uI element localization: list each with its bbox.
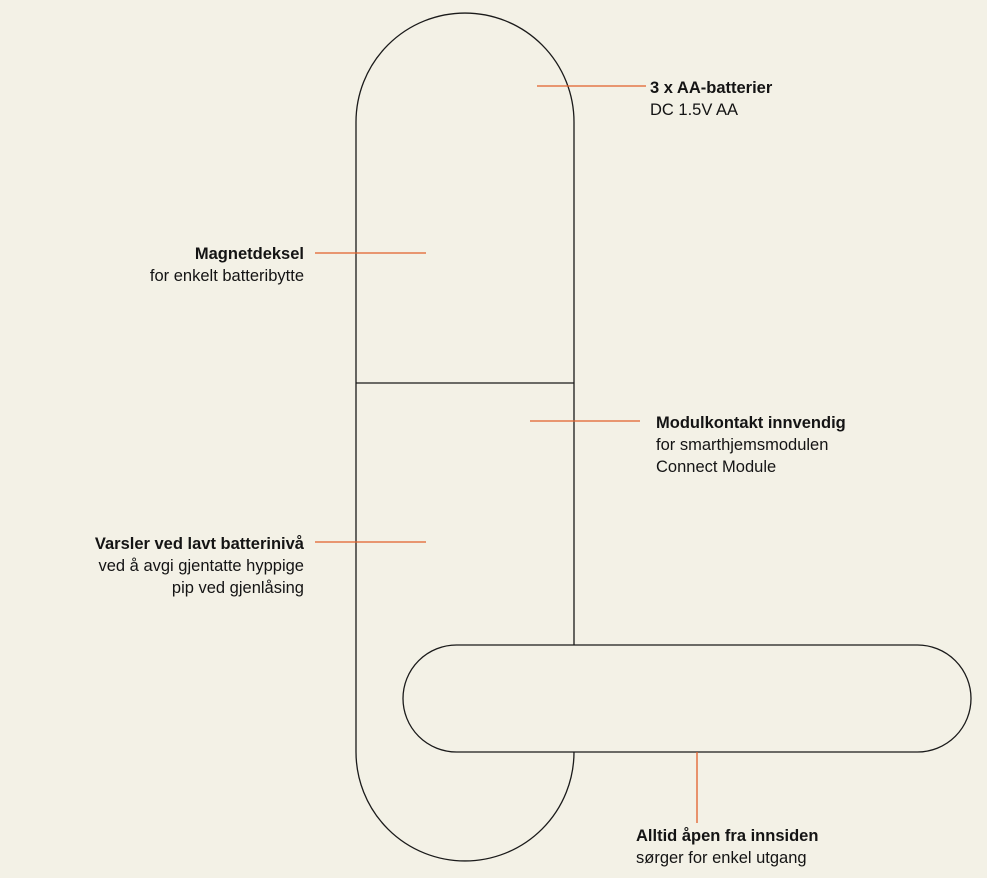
callout-batteries-desc: DC 1.5V AA — [650, 101, 739, 119]
callout-batteries-title: 3 x AA-batterier — [650, 79, 773, 97]
callout-batteries: 3 x AA-batterier DC 1.5V AA — [650, 77, 772, 121]
callout-module-port: Modulkontakt innvendig for smarthjemsmod… — [656, 412, 846, 478]
callout-always-open: Alltid åpen fra innsiden sørger for enke… — [636, 825, 818, 869]
callout-magnet-cover-desc: for enkelt batteribytte — [149, 267, 304, 285]
handle-outline — [402, 644, 972, 753]
callout-module-port-title: Modulkontakt innvendig — [656, 414, 846, 432]
callout-magnet-cover-title: Magnetdeksel — [194, 245, 304, 263]
callout-module-port-desc-2: Connect Module — [656, 458, 777, 476]
callout-module-port-desc-1: for smarthjemsmodulen — [656, 436, 829, 454]
callout-low-battery-desc-1: ved å avgi gjentatte hyppige — [98, 557, 305, 575]
callout-low-battery-desc-2: pip ved gjenlåsing — [171, 579, 304, 597]
callout-low-battery: Varsler ved lavt batterinivå ved å avgi … — [95, 533, 304, 599]
lock-body-outline — [355, 12, 575, 862]
callout-low-battery-title: Varsler ved lavt batterinivå — [94, 535, 304, 553]
callout-always-open-title: Alltid åpen fra innsiden — [636, 827, 819, 845]
callout-always-open-desc: sørger for enkel utgang — [636, 849, 807, 867]
callout-magnet-cover: Magnetdeksel for enkelt batteribytte — [150, 243, 304, 287]
